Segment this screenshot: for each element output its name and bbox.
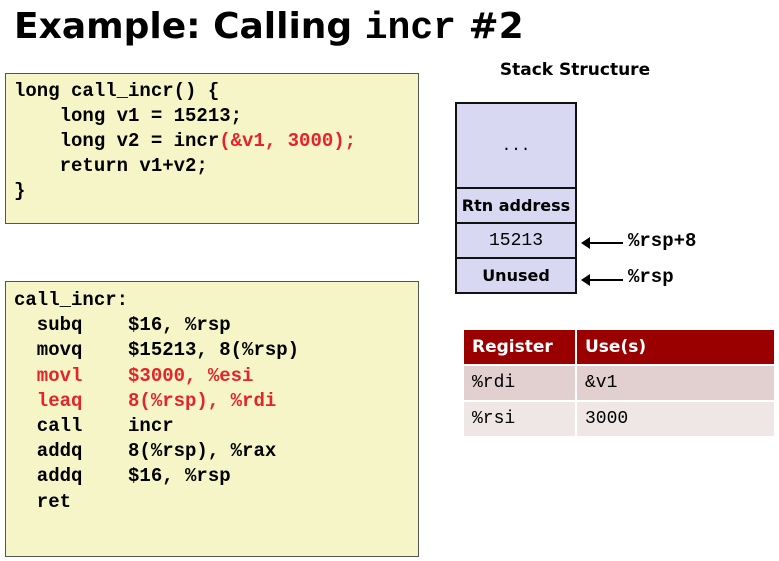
c-code-line: long v2 = incr(&v1, 3000); [14, 130, 357, 152]
stack-cell-ellipsis: ... [455, 102, 577, 189]
c-code-line: long v1 = 15213; [14, 105, 243, 127]
c-code-line: return v1+v2; [14, 155, 208, 177]
c-code-box: long call_incr() { long v1 = 15213; long… [5, 73, 419, 224]
stack-cell-15213: 15213 [455, 222, 577, 259]
rsp-label: %rsp [628, 266, 674, 288]
register-name: %rsi [464, 400, 576, 436]
column-header-register: Register [464, 330, 576, 365]
asm-code-box: call_incr: subq $16, %rsp movq $15213, 8… [5, 281, 419, 557]
rsp-plus-8-label: %rsp+8 [628, 230, 697, 252]
register-name: %rdi [464, 364, 576, 401]
asm-line: addq $16, %rsp [14, 465, 231, 488]
asm-line: subq $16, %rsp [14, 314, 231, 337]
stack-cell-return-address: Rtn address [455, 187, 577, 224]
asm-line: call incr [14, 414, 174, 437]
slide-title: Example: Calling incr #2 [14, 6, 524, 50]
c-code-line: long call_incr() { [14, 80, 220, 102]
stack-cell-unused: Unused [455, 257, 577, 294]
c-code-line: } [14, 180, 26, 202]
arrow-left-icon [581, 237, 623, 249]
table-row: %rdi &v1 [464, 364, 774, 401]
title-code: incr [364, 7, 456, 50]
asm-line: movq $15213, 8(%rsp) [14, 339, 300, 362]
asm-line: addq 8(%rsp), %rax [14, 440, 277, 463]
register-table: Register Use(s) %rdi &v1 %rsi 3000 [464, 330, 774, 436]
table-row: %rsi 3000 [464, 400, 774, 436]
asm-line: call_incr: [14, 289, 129, 311]
stack-diagram: ... Rtn address 15213 Unused [455, 102, 577, 294]
table-header-row: Register Use(s) [464, 330, 774, 365]
title-prefix: Example: Calling [14, 6, 365, 47]
asm-line: leaq 8(%rsp), %rdi [14, 389, 277, 412]
stack-title: Stack Structure [499, 60, 651, 80]
arrow-left-icon [581, 274, 623, 286]
title-suffix: #2 [455, 6, 524, 47]
asm-line: movl $3000, %esi [14, 364, 254, 387]
register-use: &v1 [575, 364, 774, 401]
column-header-uses: Use(s) [575, 330, 774, 365]
asm-line: ret [14, 490, 72, 513]
register-use: 3000 [575, 400, 774, 436]
